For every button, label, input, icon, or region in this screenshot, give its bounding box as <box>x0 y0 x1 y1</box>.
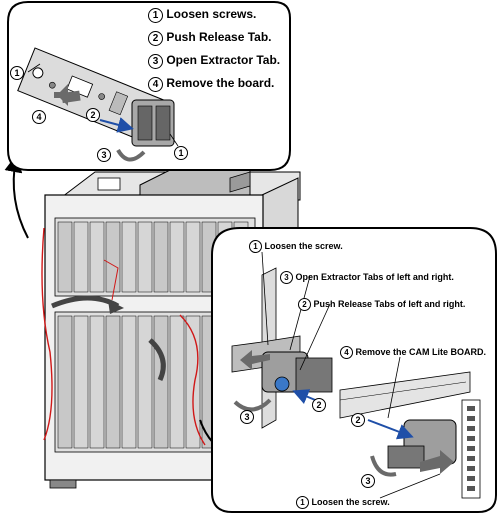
label-number: 1 <box>249 240 262 253</box>
rail-slot <box>467 476 475 481</box>
card-slot <box>137 315 153 449</box>
label-number: 2 <box>298 298 311 311</box>
left-release-tab <box>274 376 290 392</box>
detail-label-loosen-top: 1 Loosen the screw. <box>249 240 343 253</box>
card-slot <box>57 221 73 293</box>
push-arrow <box>99 117 134 133</box>
left-open-arrow <box>233 398 272 412</box>
card-slot <box>105 221 121 293</box>
label-text: Loosen the screw. <box>311 497 390 507</box>
step-number: 3 <box>148 54 163 69</box>
rail-slot <box>467 406 475 411</box>
rail-slot <box>467 436 475 441</box>
callout-left-open: 3 <box>240 410 254 424</box>
step-number: 4 <box>148 77 163 92</box>
left-remove-arrow <box>240 350 270 370</box>
step-2: 2 Push Release Tab. <box>148 31 272 46</box>
right-open-arrow <box>370 455 397 477</box>
callout-right-open: 3 <box>361 474 375 488</box>
callout-left-push: 2 <box>312 398 326 412</box>
step-text: Remove the board. <box>166 76 275 90</box>
rail-slot <box>467 426 475 431</box>
label-text: Remove the CAM Lite BOARD. <box>355 347 487 357</box>
card-slot <box>169 315 185 449</box>
card-slot <box>121 221 137 293</box>
detail-label-push-tabs: 2 Push Release Tabs of left and right. <box>298 298 465 311</box>
card-slot <box>89 221 105 293</box>
rail-slot <box>467 446 475 451</box>
step-number: 2 <box>148 31 163 46</box>
callout-push: 2 <box>86 108 100 122</box>
top-label-plate <box>97 177 121 191</box>
callout-open: 3 <box>97 148 111 162</box>
card-slot <box>73 221 89 293</box>
step-text: Push Release Tab. <box>166 30 272 44</box>
card-slot <box>105 315 121 449</box>
step-text: Loosen screws. <box>166 7 257 21</box>
label-text: Loosen the screw. <box>264 241 343 251</box>
right-board <box>339 371 471 419</box>
detail-panel <box>211 227 497 513</box>
step-3: 3 Open Extractor Tab. <box>148 54 280 69</box>
detail-label-remove-board: 4 Remove the CAM Lite BOARD. <box>340 346 486 359</box>
card-slot <box>89 315 105 449</box>
label-text: Open Extractor Tabs of left and right. <box>295 272 454 282</box>
red-cable-right <box>179 314 206 446</box>
card-slot <box>185 315 201 449</box>
card-slot <box>73 315 89 449</box>
label-number: 3 <box>280 271 293 284</box>
card-slot <box>121 315 137 449</box>
card-slot <box>185 221 201 293</box>
cable-fold-lower <box>148 338 166 382</box>
board-screw <box>32 67 44 79</box>
card-slot <box>137 221 153 293</box>
rail-slot <box>467 486 475 491</box>
step-text: Open Extractor Tab. <box>166 53 281 67</box>
card-slot <box>153 315 169 449</box>
callout-screw-right: 1 <box>174 146 188 160</box>
right-remove-arrow <box>420 450 454 474</box>
step-4: 4 Remove the board. <box>148 77 274 92</box>
card-slot <box>153 221 169 293</box>
step-1: 1 Loosen screws. <box>148 8 256 23</box>
callout-right-push: 2 <box>351 413 365 427</box>
detail-label-loosen-bottom: 1 Loosen the screw. <box>296 496 390 509</box>
foot-left <box>49 479 77 489</box>
open-arrow <box>116 148 146 162</box>
label-number: 4 <box>340 346 353 359</box>
callout-remove: 4 <box>32 110 46 124</box>
rail-slot <box>467 466 475 471</box>
rail-slot <box>467 456 475 461</box>
red-cable-left <box>41 227 53 441</box>
right-push-arrow <box>367 419 414 440</box>
detail-label-open-tabs: 3 Open Extractor Tabs of left and right. <box>280 271 454 284</box>
rail-slot <box>467 416 475 421</box>
label-number: 1 <box>296 496 309 509</box>
card-slot <box>169 221 185 293</box>
card-slot <box>57 315 73 449</box>
label-text: Push Release Tabs of left and right. <box>313 299 466 309</box>
step-number: 1 <box>148 8 163 23</box>
red-cable-upper <box>103 259 119 301</box>
callout-screw: 1 <box>10 66 24 80</box>
